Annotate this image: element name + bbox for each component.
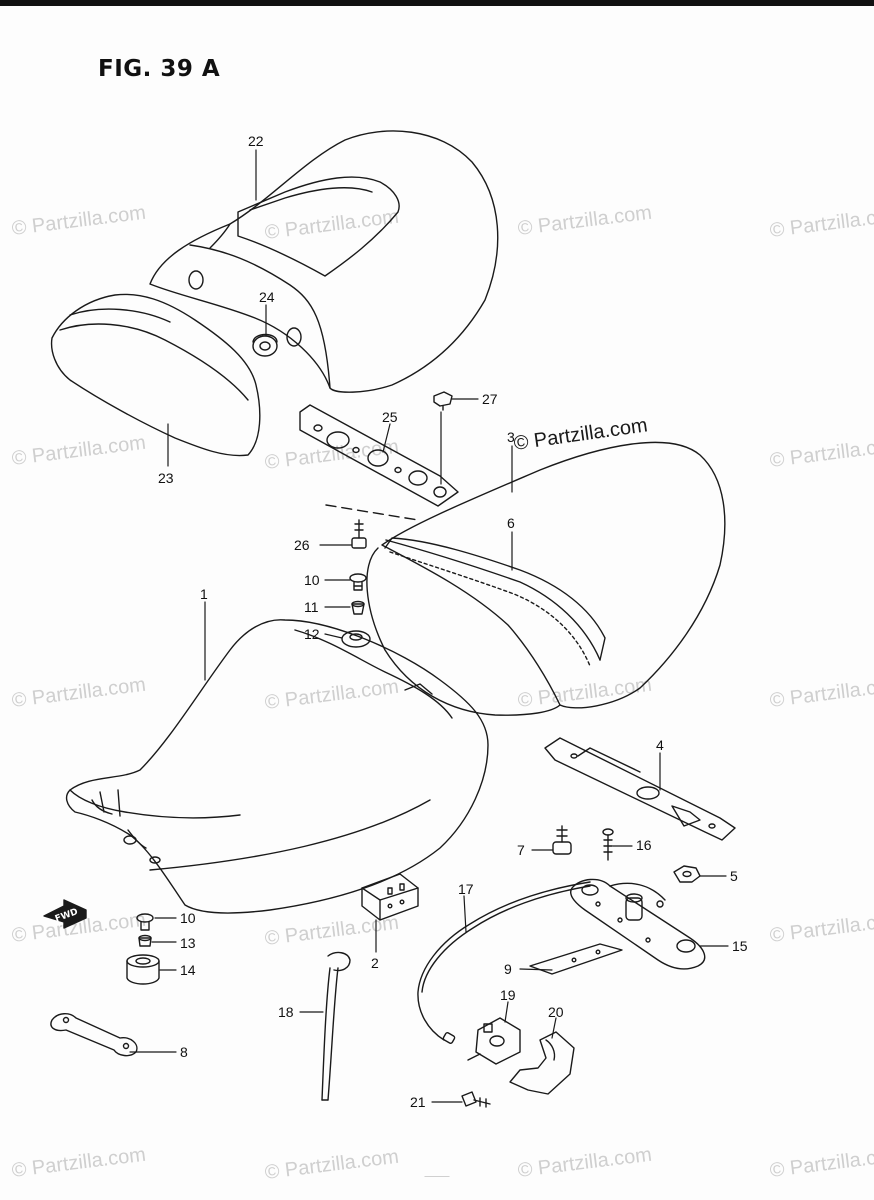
callout-10-upper: 10 [304,572,320,588]
part-26-bolt [351,519,367,549]
callout-14: 14 [180,962,196,978]
part-25-bracket-plate [299,404,459,507]
callout-10-lower: 10 [180,910,196,926]
callout-22: 22 [248,133,264,149]
part-1-front-seat [65,619,489,914]
part-13-washer [138,934,152,947]
callout-2: 2 [371,955,379,971]
callout-1: 1 [200,586,208,602]
part-5-nut [673,865,701,883]
callout-18: 18 [278,1004,294,1020]
part-18-cable-tie [321,951,351,1101]
top-border [0,0,874,6]
part-10-screw-lower [136,913,154,931]
part-7-bolt [552,825,572,855]
part-9-plate [529,943,623,975]
fwd-arrow-icon [43,899,87,929]
part-14-collar [126,954,160,985]
part-21-screw [461,1091,491,1108]
callout-12: 12 [304,626,320,642]
callout-7: 7 [517,842,525,858]
part-11-collar [351,600,365,615]
part-17-seat-lock-cable [417,881,591,1044]
callout-19: 19 [500,987,516,1003]
part-27-bolt [433,391,453,411]
callout-9: 9 [504,961,512,977]
part-10-screw-upper [349,573,367,591]
callout-8: 8 [180,1044,188,1060]
part-8-strap [50,1013,138,1057]
centerline [325,504,419,521]
leader-lines [129,149,729,1103]
callout-13: 13 [180,935,196,951]
callout-3: 3 [507,429,515,445]
callout-25: 25 [382,409,398,425]
part-19-seat-lock-assy [467,1017,521,1065]
part-16-screw [602,828,614,861]
callout-6: 6 [507,515,515,531]
footer-fine-print: ————— [424,1174,450,1180]
callout-5: 5 [730,868,738,884]
part-22-seat-tail-cover [149,130,499,393]
part-24-grommet [252,333,278,357]
figure-title: FIG. 39 A [98,56,221,82]
callout-26: 26 [294,537,310,553]
callout-11: 11 [304,599,319,615]
callout-27: 27 [482,391,498,407]
part-23-rear-cushion [50,293,261,457]
callout-15: 15 [732,938,748,954]
part-3-pillion-seat [366,441,726,716]
part-20-bracket [509,1031,575,1095]
callout-21: 21 [410,1094,426,1110]
callout-23: 23 [158,470,174,486]
callout-24: 24 [259,289,275,305]
callout-20: 20 [548,1004,564,1020]
part-2-clamp [361,873,419,921]
callout-17: 17 [458,881,474,897]
callout-4: 4 [656,737,664,753]
part-12-grommet [341,630,371,648]
callout-16: 16 [636,837,652,853]
part-4-mounting-plate [544,737,736,841]
part-15-seat-lock [570,878,706,970]
